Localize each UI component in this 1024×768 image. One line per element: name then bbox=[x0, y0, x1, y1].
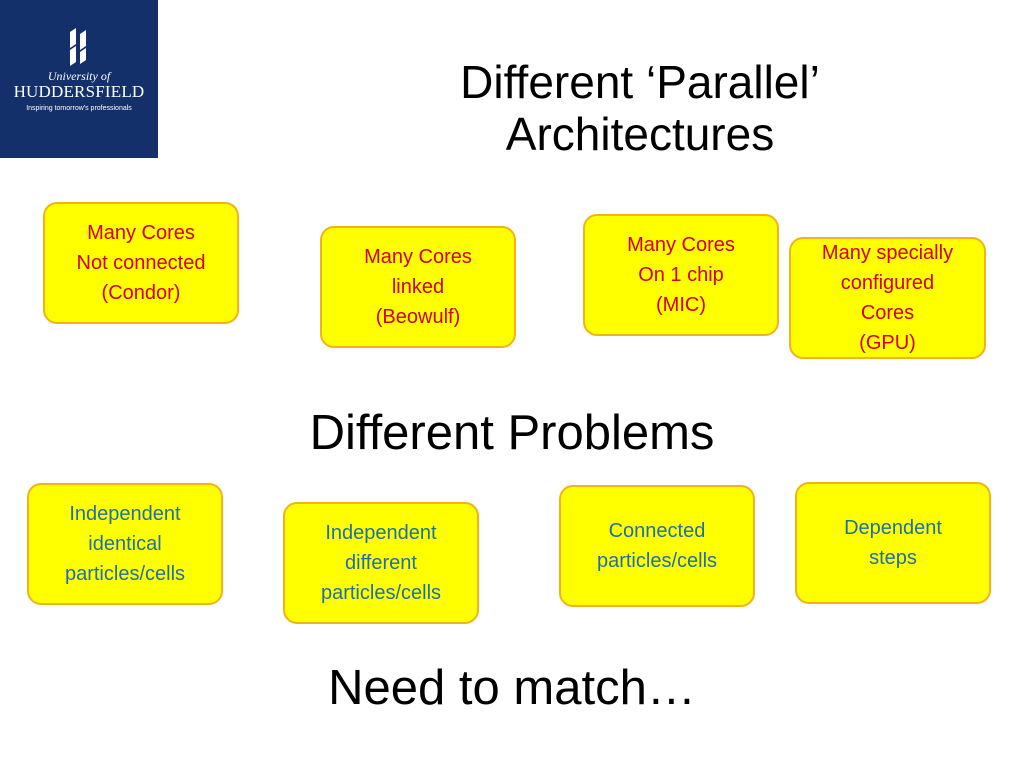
problem-box-label: Independent identical particles/cells bbox=[64, 503, 186, 585]
slide-title-line1: Different ‘Parallel’ bbox=[460, 56, 820, 108]
slide-title-line2: Architectures bbox=[505, 108, 775, 160]
slide-title: Different ‘Parallel’ Architectures bbox=[380, 56, 900, 160]
conclusion-text: Need to match… bbox=[328, 661, 696, 715]
architecture-box-label: Many Cores Not connected (Condor) bbox=[76, 222, 206, 304]
architecture-box-label: Many Cores linked (Beowulf) bbox=[364, 246, 472, 328]
university-logo: University of HUDDERSFIELD Inspiring tom… bbox=[0, 0, 158, 158]
logo-tagline: Inspiring tomorrow's professionals bbox=[26, 105, 132, 112]
problem-box-connected: Connected particles/cells bbox=[559, 485, 755, 607]
problem-box-identical: Independent identical particles/cells bbox=[27, 483, 223, 605]
problem-box-dependent: Dependent steps bbox=[795, 482, 991, 604]
logo-line-university-of: University of bbox=[47, 69, 111, 83]
problem-box-label: Connected particles/cells bbox=[596, 520, 718, 572]
architecture-box-gpu: Many specially configured Cores (GPU) bbox=[789, 237, 986, 359]
problems-heading: Different Problems bbox=[309, 406, 715, 460]
architecture-box-condor: Many Cores Not connected (Condor) bbox=[43, 202, 239, 324]
problem-box-label: Dependent steps bbox=[844, 517, 942, 569]
problem-box-different: Independent different particles/cells bbox=[283, 502, 479, 624]
problem-box-label: Independent different particles/cells bbox=[320, 522, 442, 604]
architecture-box-mic: Many Cores On 1 chip (MIC) bbox=[583, 214, 779, 336]
architecture-box-label: Many specially configured Cores (GPU) bbox=[821, 242, 954, 354]
architecture-box-beowulf: Many Cores linked (Beowulf) bbox=[320, 226, 516, 348]
university-crest-icon bbox=[70, 28, 86, 66]
logo-line-huddersfield: HUDDERSFIELD bbox=[13, 82, 145, 101]
architecture-box-label: Many Cores On 1 chip (MIC) bbox=[627, 234, 735, 316]
